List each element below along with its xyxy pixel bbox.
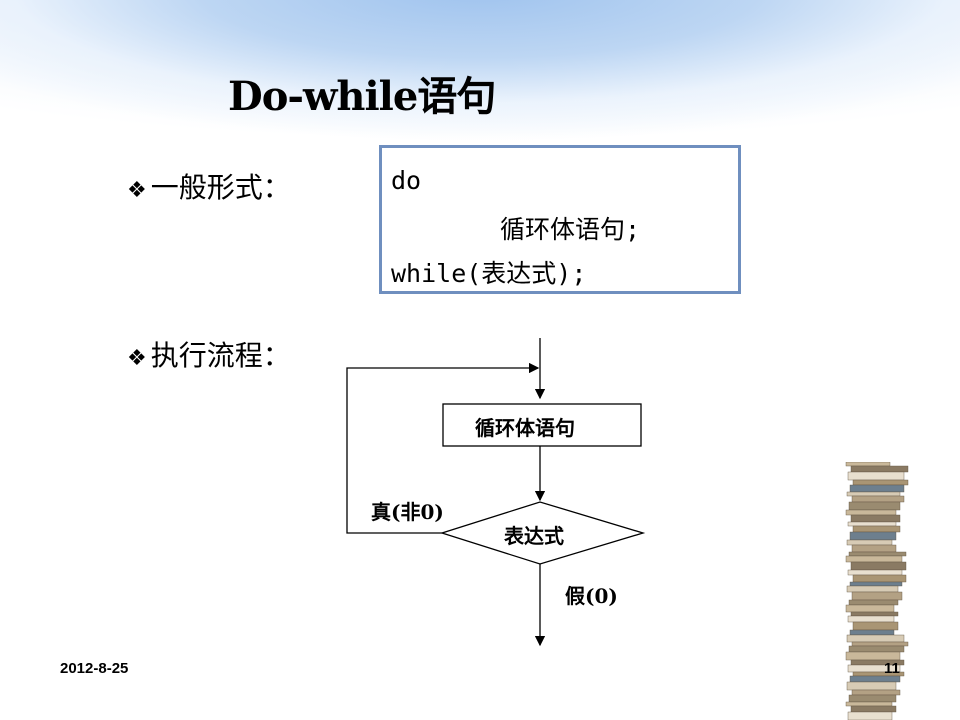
code-syntax-box: do 循环体语句; while(表达式); <box>379 145 741 294</box>
slide-title: Do-while语句 <box>228 73 496 120</box>
code-line-body: 循环体语句; <box>500 215 641 244</box>
book <box>850 561 907 571</box>
page-number: 11 <box>884 660 900 677</box>
book <box>845 462 891 467</box>
book <box>851 641 909 647</box>
book <box>851 591 903 601</box>
book <box>852 621 899 631</box>
loop-back-arrow <box>346 362 540 534</box>
book <box>845 701 893 707</box>
book-stack-icon <box>845 462 909 720</box>
book <box>852 525 901 533</box>
book <box>845 509 897 516</box>
book <box>850 705 897 713</box>
book <box>851 689 901 696</box>
diamond-bullet-icon: ❖ <box>127 178 147 203</box>
book <box>849 531 897 541</box>
book <box>851 544 897 553</box>
code-line-while: while(表达式); <box>391 259 587 288</box>
false-label: 假(0) <box>565 584 618 608</box>
footer-date: 2012-8-25 <box>60 660 129 677</box>
book <box>846 539 893 546</box>
bullet-general-form: ❖一般形式： <box>127 166 291 206</box>
book <box>852 479 909 486</box>
book <box>848 599 899 606</box>
book <box>847 615 895 623</box>
book <box>850 465 909 473</box>
book <box>850 611 899 617</box>
process-label: 循环体语句 <box>475 416 575 440</box>
bullet-execution-flow: ❖执行流程： <box>127 334 291 374</box>
decision-diamond <box>439 501 646 565</box>
bullet-label: 执行流程： <box>150 339 291 372</box>
process-box <box>442 403 642 447</box>
decision-label: 表达式 <box>504 524 564 548</box>
book <box>848 551 907 557</box>
bullet-label: 一般形式： <box>150 171 291 204</box>
book <box>848 645 905 653</box>
book <box>847 569 903 576</box>
book <box>846 681 897 691</box>
book <box>850 514 901 523</box>
book <box>845 555 903 563</box>
book <box>846 634 905 643</box>
book <box>852 574 907 583</box>
true-label: 真(非0) <box>371 500 444 524</box>
book <box>845 651 901 661</box>
book <box>847 471 905 481</box>
book <box>846 585 899 593</box>
book <box>849 581 903 587</box>
book <box>851 495 905 503</box>
book <box>846 491 901 497</box>
book <box>849 484 905 493</box>
book <box>845 604 895 613</box>
book <box>847 711 893 720</box>
code-line-do: do <box>391 166 422 195</box>
book <box>847 521 897 527</box>
diamond-bullet-icon: ❖ <box>127 346 147 371</box>
book <box>848 694 897 703</box>
book <box>848 501 901 511</box>
book <box>849 629 895 636</box>
